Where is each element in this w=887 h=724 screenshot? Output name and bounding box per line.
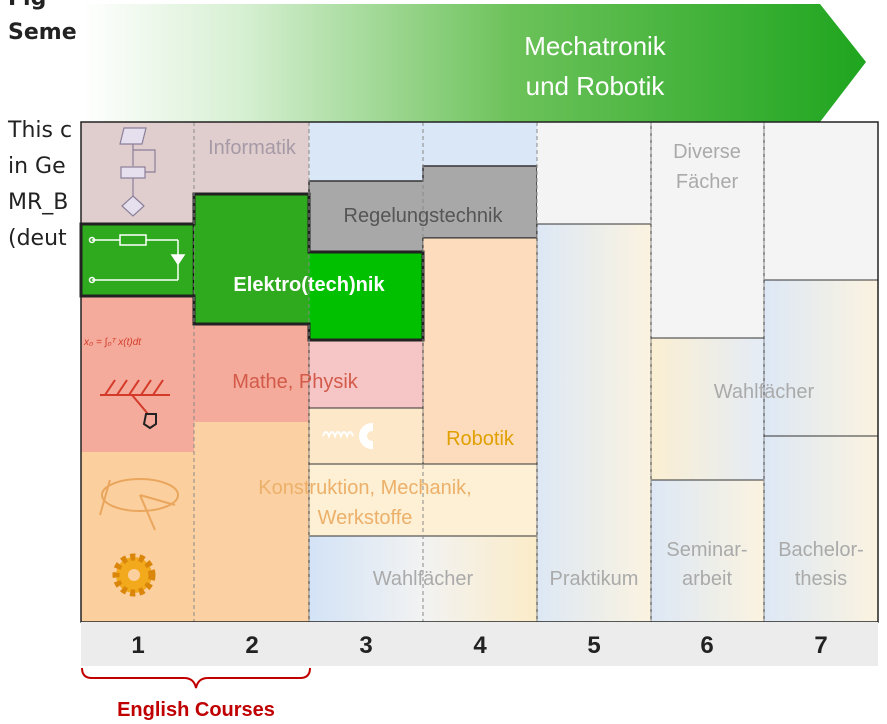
bachelor-label-line2: thesis	[795, 568, 847, 590]
semester-label-6: 6	[700, 632, 713, 659]
section-heading-fragment: Seme	[8, 20, 77, 45]
semester-label-4: 4	[473, 632, 487, 659]
col5-top-block	[537, 122, 651, 224]
regelungstechnik-label: Regelungstechnik	[344, 205, 504, 227]
wahlfaecher-right-label: Wahlfächer	[714, 381, 815, 403]
seminar-label-line2: arbeit	[682, 568, 732, 590]
wahlfaecher-block-col6	[650, 337, 765, 481]
bachelorthesis-block	[763, 435, 879, 623]
diverse-label-line1: Diverse	[673, 141, 741, 163]
elektro-block-col3	[309, 252, 423, 340]
informatik-block-col2	[194, 122, 309, 194]
semester-label-2: 2	[245, 632, 258, 659]
paragraph-line-2: in Ge	[8, 154, 66, 179]
informatik-label: Informatik	[208, 137, 297, 159]
paragraph-line-3: MR_B	[8, 190, 69, 215]
mechanik-block-col1	[81, 452, 194, 622]
mathe-block-col1	[81, 296, 194, 452]
wahlfaecher-block-col7	[763, 279, 879, 437]
praktikum-block	[536, 223, 652, 623]
semester-label-1: 1	[131, 632, 144, 659]
semester-row	[81, 622, 878, 666]
rotation-icon	[99, 478, 179, 531]
banner-title-line2: und Robotik	[526, 71, 666, 101]
flowchart-icon	[119, 127, 156, 217]
english-courses-bracket	[81, 667, 311, 689]
paragraph-line-4: (deut	[8, 226, 67, 251]
seminar-label-line1: Seminar-	[666, 539, 747, 561]
diverse-label-line2: Fächer	[676, 171, 739, 193]
col7-top-block	[763, 121, 879, 281]
robotik-block-col4	[422, 237, 538, 465]
english-courses-label: English Courses	[117, 699, 275, 721]
elektrotechnik-label: Elektro(tech)nik	[233, 274, 385, 296]
semester-label-3: 3	[359, 632, 372, 659]
formula-text: x₀ = ∫₀ᵀ x(t)dt	[83, 337, 142, 348]
mathe-block-col2	[194, 324, 309, 422]
banner-arrow	[81, 4, 866, 122]
wahlfaecher-bottom-label: Wahlfächer	[373, 568, 474, 590]
konstruktion-label-line2: Werkstoffe	[318, 507, 413, 529]
semester-label-7: 7	[814, 632, 827, 659]
praktikum-label: Praktikum	[550, 568, 639, 590]
seminararbeit-block	[650, 479, 765, 623]
elektro-block-col2	[194, 194, 309, 324]
gear-icon	[112, 553, 156, 597]
mathe-physik-label: Mathe, Physik	[232, 371, 359, 393]
konstruktion-label-line1: Konstruktion, Mechanik,	[258, 477, 471, 499]
circuit-icon	[88, 234, 186, 284]
semester-label-5: 5	[587, 632, 600, 659]
mechanik-block-col2	[194, 422, 309, 622]
spring-icon	[322, 422, 373, 450]
figure-caption-fragment: Fig	[8, 0, 46, 11]
bachelor-label-line1: Bachelor-	[778, 539, 864, 561]
robotik-label: Robotik	[446, 428, 515, 450]
paragraph-line-1: This c	[8, 118, 73, 143]
spring-mass-icon	[100, 379, 170, 430]
banner-title-line1: Mechatronik	[524, 31, 667, 61]
